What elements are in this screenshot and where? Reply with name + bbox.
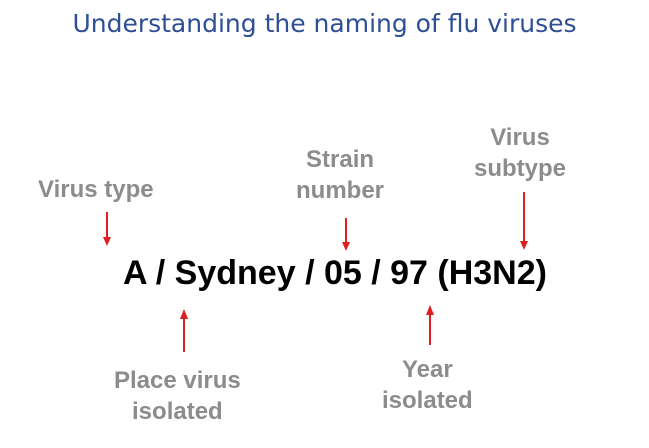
virus-subtype-label-line: Virus: [490, 124, 550, 151]
place-isolated-label-line: isolated: [132, 398, 223, 425]
virus-type-label-line: Virus type: [38, 176, 154, 203]
place-isolated-arrow: [180, 309, 188, 352]
strain-number-label: Strain number: [296, 144, 384, 206]
slide-title: Understanding the naming of flu viruses: [72, 9, 577, 38]
year-isolated-arrow: [426, 305, 434, 345]
virus-type-label: Virus type: [38, 174, 154, 205]
year-isolated-label: Year isolated: [382, 354, 473, 416]
strain-number-label-line: number: [296, 177, 385, 204]
year-isolated-label-line: isolated: [382, 387, 473, 414]
virus-strain-name: A / Sydney / 05 / 97 (H3N2): [123, 254, 547, 292]
strain-number-label-line: Strain: [306, 146, 375, 173]
place-isolated-label: Place virus isolated: [114, 365, 241, 427]
place-isolated-label-line: Place virus: [114, 367, 241, 394]
strain-number-arrow: [342, 218, 350, 251]
virus-type-arrow: [103, 212, 111, 246]
virus-subtype-label: Virus subtype: [474, 122, 566, 184]
virus-subtype-arrow: [520, 192, 528, 250]
year-isolated-label-line: Year: [401, 356, 453, 383]
virus-subtype-label-line: subtype: [474, 155, 567, 182]
